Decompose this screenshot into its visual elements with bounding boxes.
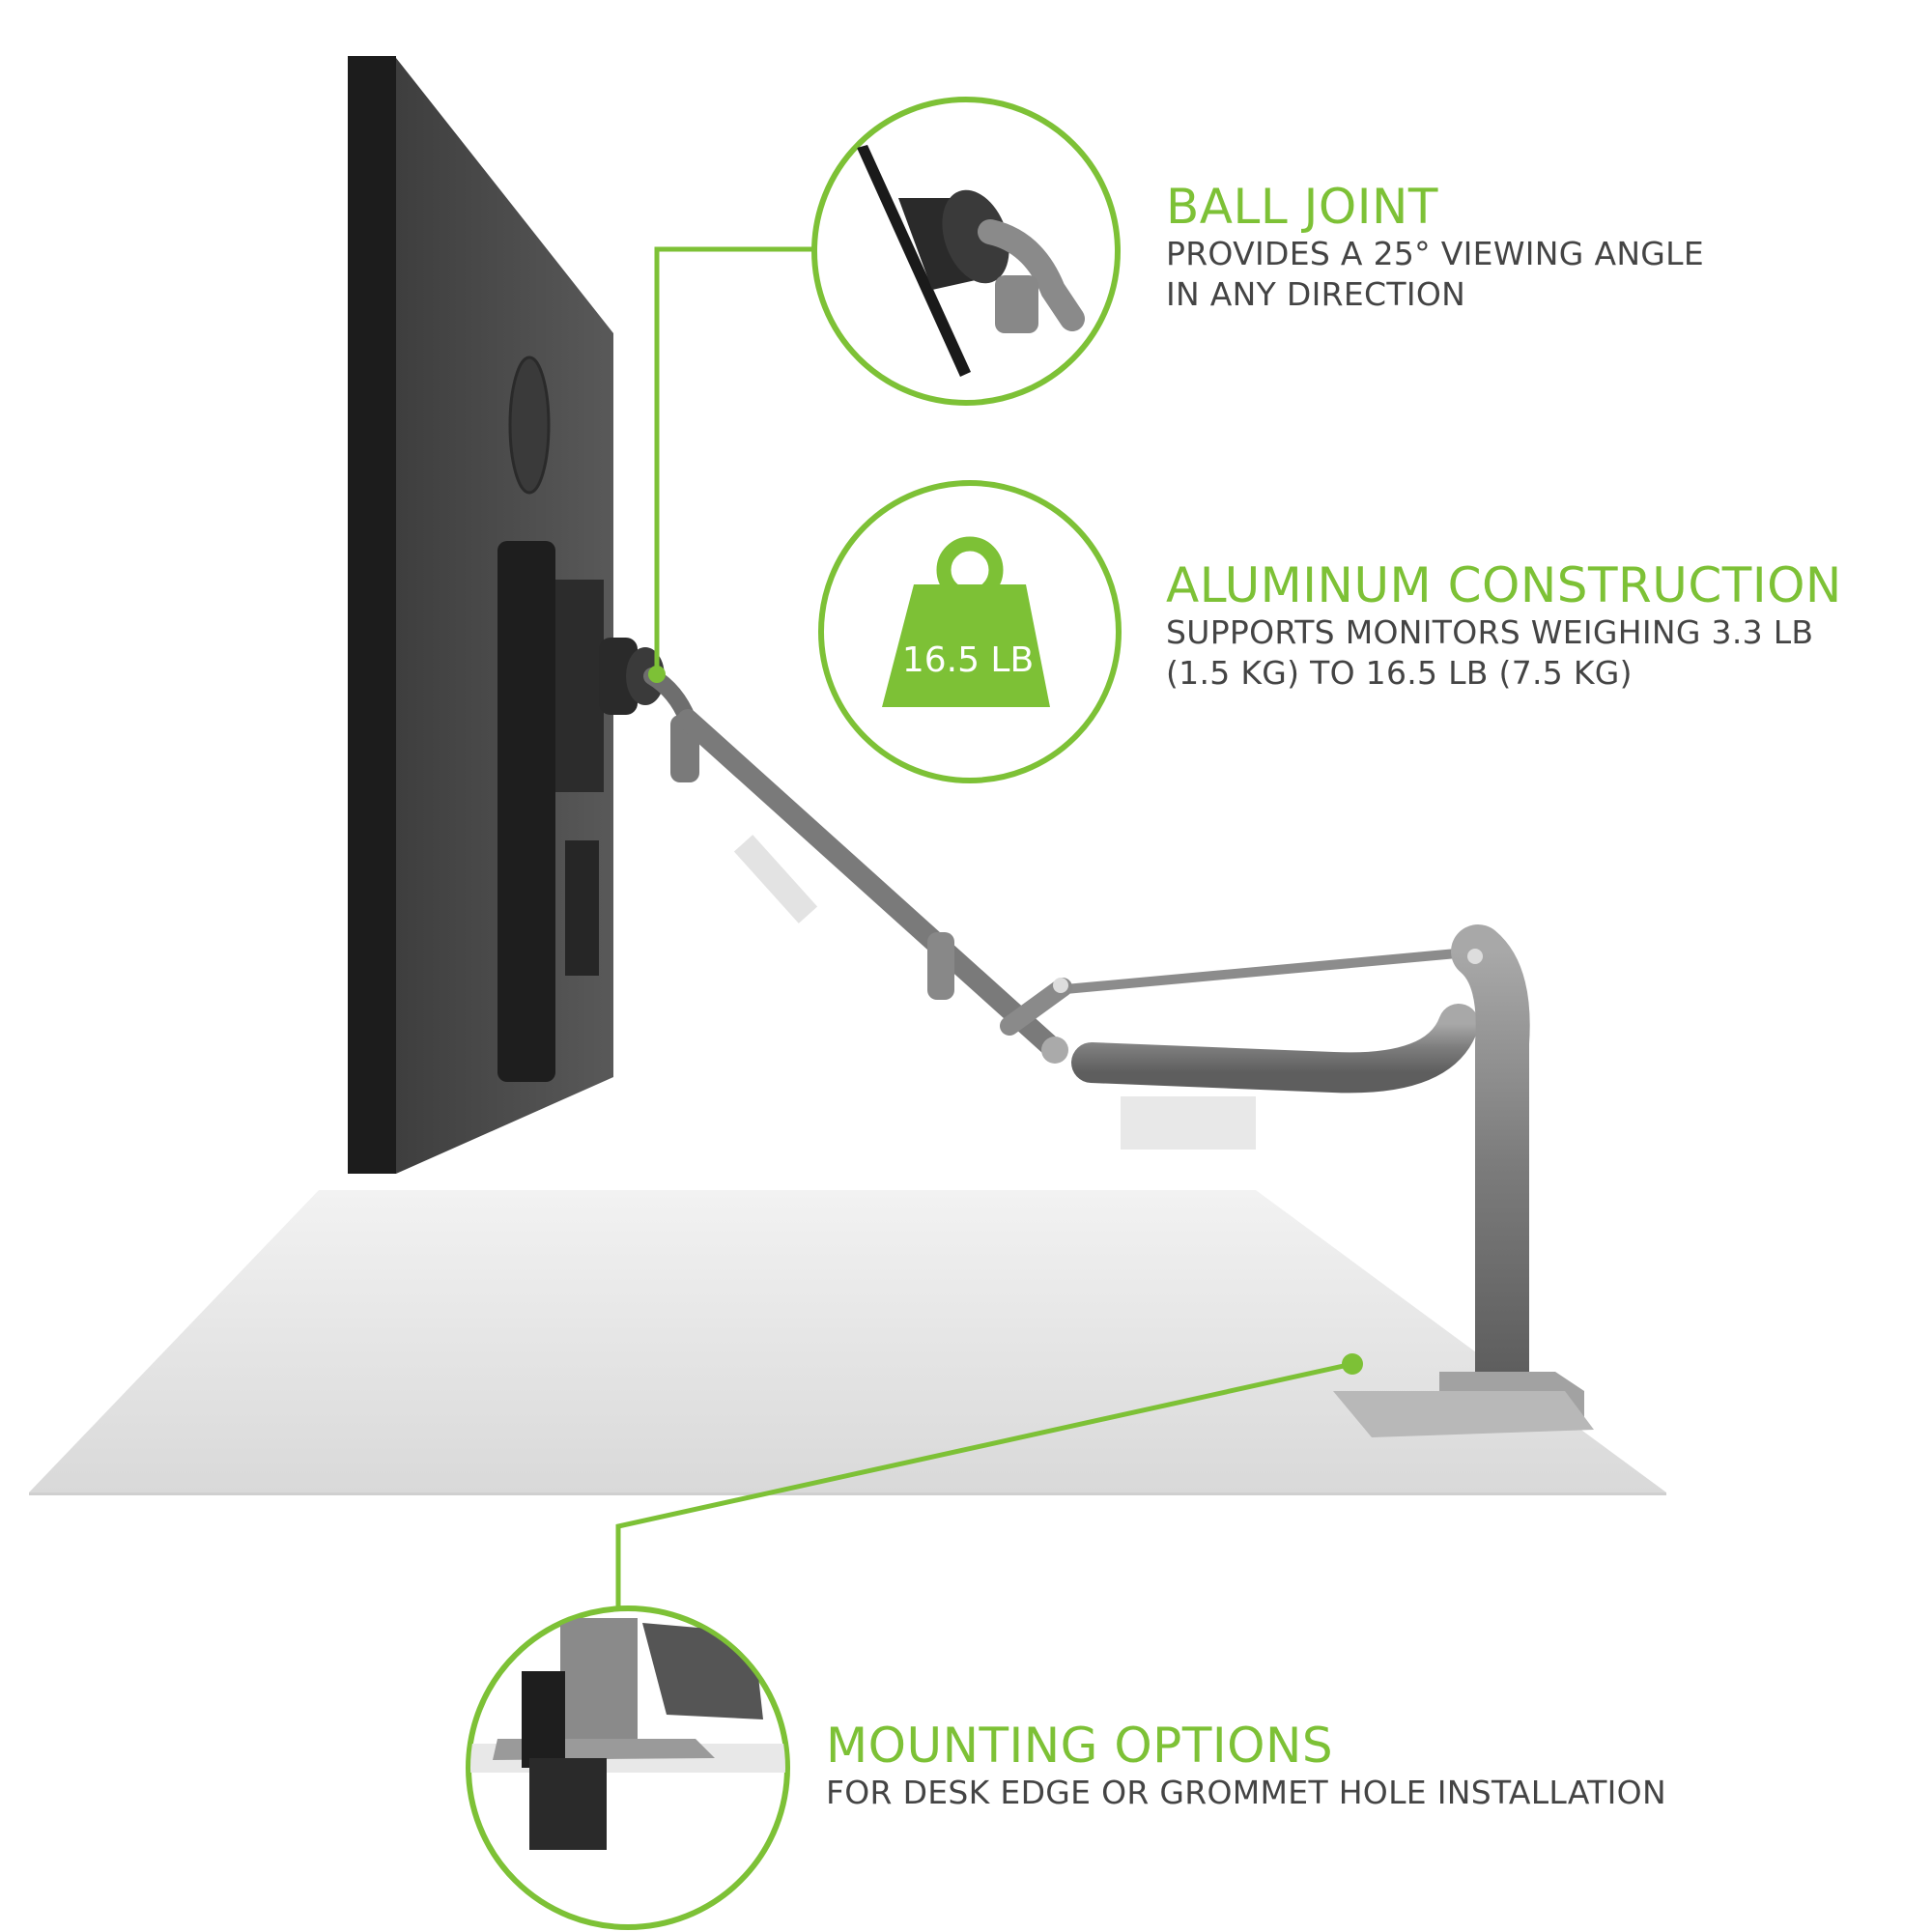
feature-description-line: FOR DESK EDGE OR GROMMET HOLE INSTALLATI…	[826, 1774, 1666, 1811]
feature-aluminum-construction: ALUMINUM CONSTRUCTION SUPPORTS MONITORS …	[1166, 558, 1842, 694]
callout-mounting	[466, 1353, 1363, 1930]
feature-title: BALL JOINT	[1166, 179, 1438, 235]
weight-icon-label: 16.5 LB	[901, 640, 1035, 680]
feature-description-line: SUPPORTS MONITORS WEIGHING 3.3 LB	[1166, 613, 1814, 651]
monitor-arm	[643, 668, 1594, 1437]
feature-description-line: IN ANY DIRECTION	[1166, 275, 1466, 313]
feature-ball-joint: BALL JOINT PROVIDES A 25° VIEWING ANGLE …	[1166, 180, 1704, 315]
monitor	[348, 56, 665, 1174]
feature-title: MOUNTING OPTIONS	[826, 1718, 1334, 1774]
feature-description-line: PROVIDES A 25° VIEWING ANGLE	[1166, 235, 1705, 272]
desk-surface	[29, 1190, 1666, 1495]
feature-title: ALUMINUM CONSTRUCTION	[1166, 557, 1842, 613]
feature-mounting-options: MOUNTING OPTIONS FOR DESK EDGE OR GROMME…	[826, 1719, 1666, 1813]
ball-joint-closeup-icon	[857, 145, 1085, 377]
callout-aluminum	[818, 480, 1122, 783]
callout-ball-joint	[648, 97, 1121, 683]
feature-description-line: (1.5 KG) TO 16.5 LB (7.5 KG)	[1166, 654, 1633, 692]
weight-icon	[882, 536, 1050, 707]
